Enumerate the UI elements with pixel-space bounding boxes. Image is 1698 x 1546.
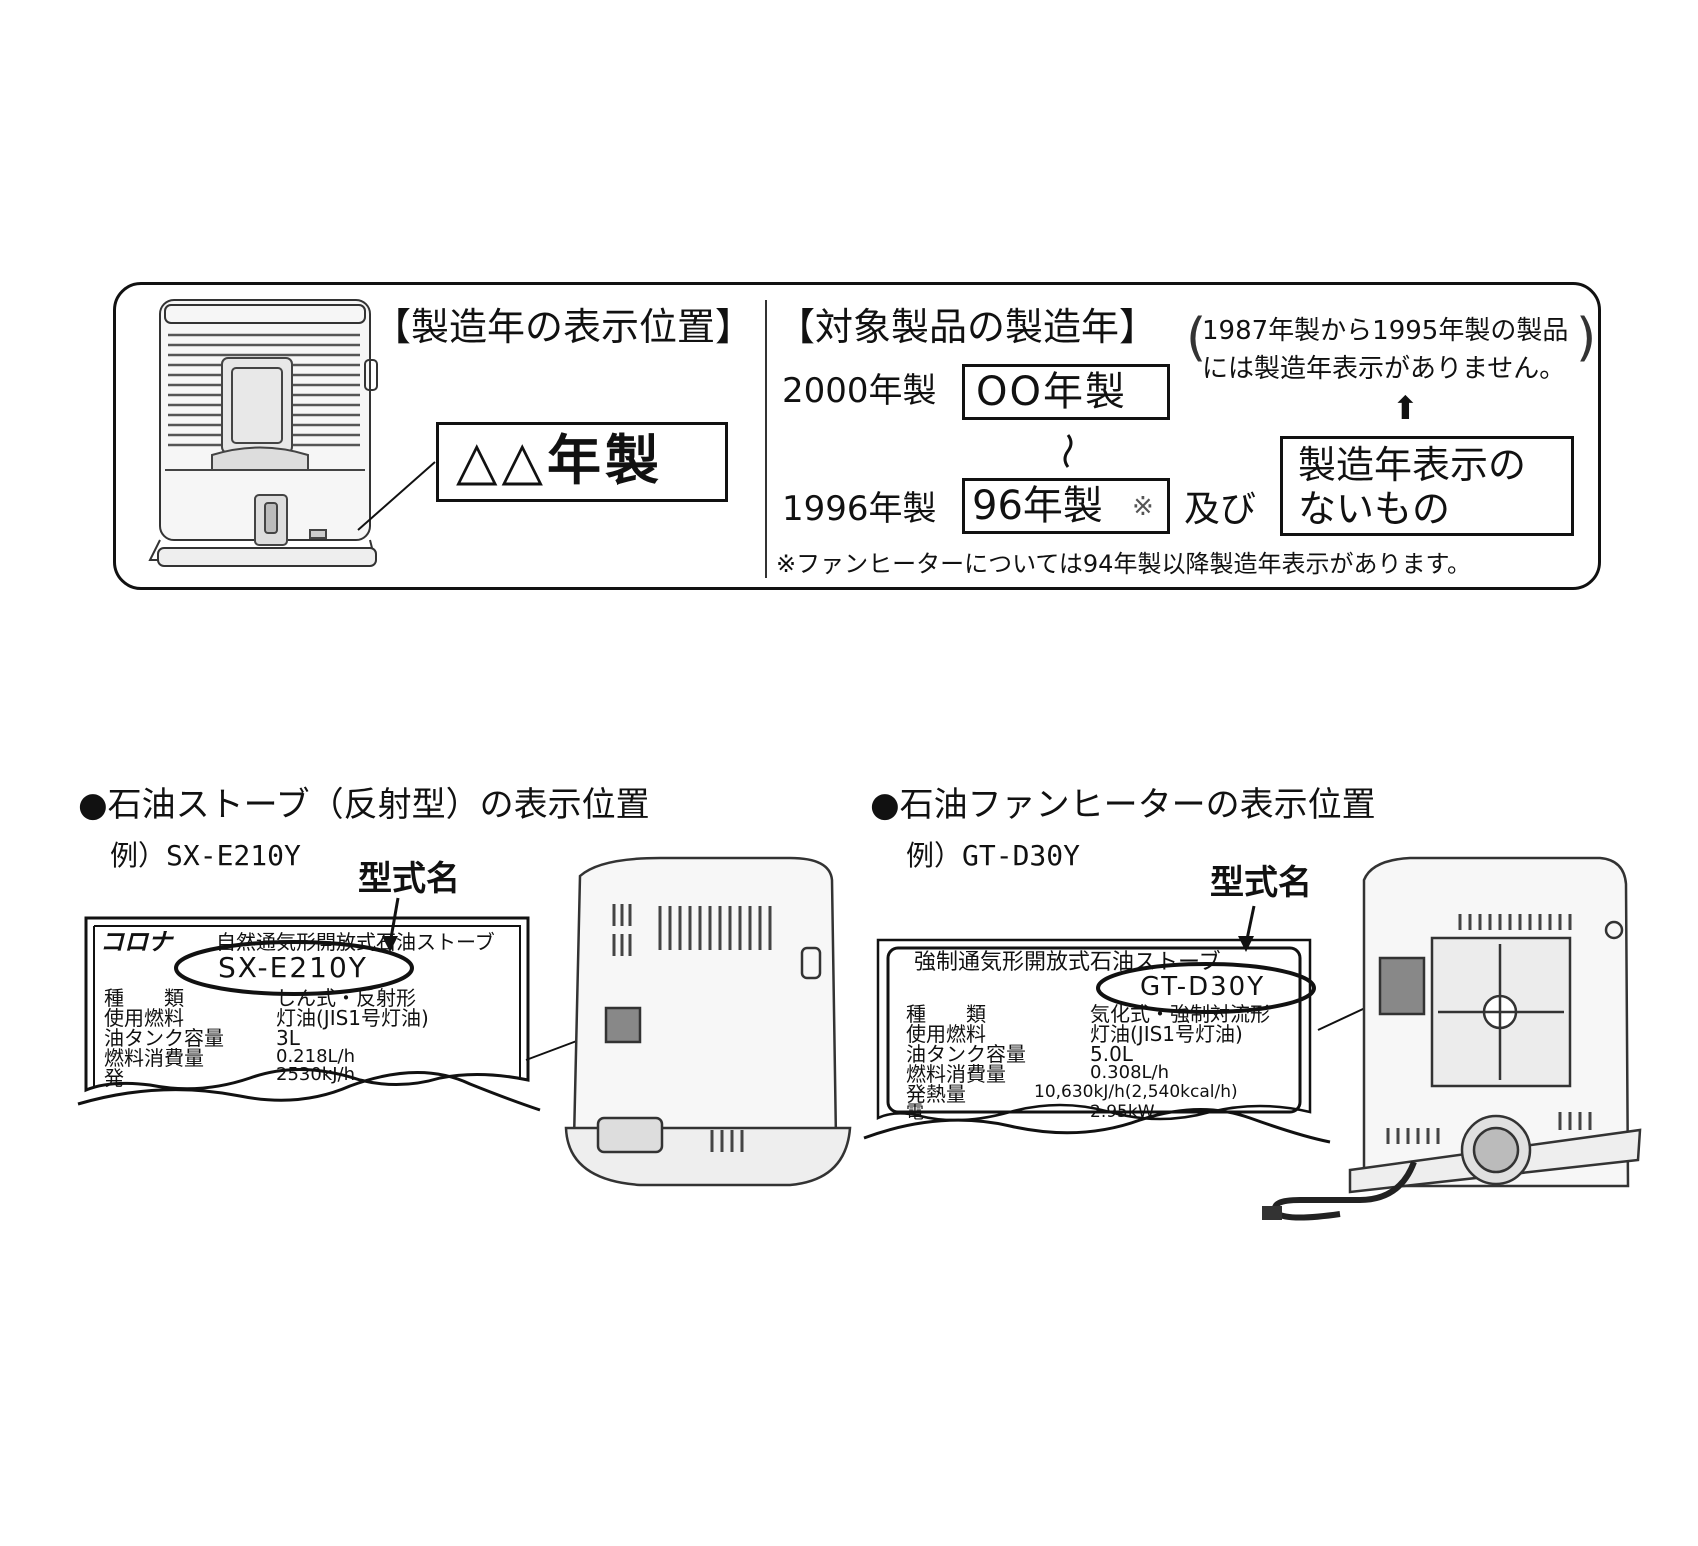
note-bracket-open: ( bbox=[1186, 308, 1207, 368]
footnote: ※ファンヒーターについては94年製以降製造年表示があります。 bbox=[776, 550, 1472, 578]
year-2000-box bbox=[962, 364, 1170, 420]
fan-plate-row-label: 発熱量 bbox=[906, 1082, 966, 1106]
fan-plate-heading: 強制通気形開放式石油ストーブ bbox=[914, 950, 1221, 975]
year-label-example-text: △△年製 bbox=[456, 429, 664, 492]
fan-plate-row-label: 使用燃料 bbox=[906, 1022, 986, 1046]
year-label-example-box bbox=[436, 422, 728, 502]
location-title: 【製造年の表示位置】 bbox=[373, 305, 754, 349]
fan-plate-row-value: 5.0L bbox=[1090, 1042, 1133, 1066]
no-label-line-2: ないもの bbox=[1298, 487, 1451, 531]
stove-plate-brand: コロナ bbox=[100, 928, 172, 956]
fan-plate-row-value: 灯油(JIS1号灯油) bbox=[1090, 1022, 1243, 1046]
year-1996-footnote-mark: ※ bbox=[1132, 492, 1154, 522]
manufacture-year-panel bbox=[113, 282, 1601, 590]
fan-plate-row-value: 気化式・強制対流形 bbox=[1090, 1002, 1270, 1026]
fan-plate-row-value: 2.95kW bbox=[1090, 1102, 1155, 1122]
stove-plate-heading: 自然通気形開放式石油ストーブ bbox=[216, 930, 495, 954]
stove-plate-row-value: 0.218L/h bbox=[276, 1046, 356, 1067]
stove-plate-row-label: 発 bbox=[104, 1066, 124, 1090]
note-line-2: には製造年表示がありません。 bbox=[1202, 354, 1566, 384]
stove-example: 例）SX-E210Y bbox=[110, 839, 301, 872]
stove-plate-row-label: 使用燃料 bbox=[104, 1006, 184, 1030]
stove-section-title: ●石油ストーブ（反射型）の表示位置 bbox=[78, 785, 650, 825]
stove-plate-model: SX-E210Y bbox=[218, 951, 368, 984]
arrow-up-icon: ⬆ bbox=[1392, 389, 1419, 427]
panel-divider bbox=[765, 300, 767, 578]
target-title: 【対象製品の製造年】 bbox=[777, 305, 1158, 349]
fan-plate-row-label: 種 類 bbox=[906, 1002, 986, 1026]
fan-plate-row-label: 燃料消費量 bbox=[906, 1062, 1006, 1086]
year-1996-label: 1996年製 bbox=[782, 489, 937, 529]
stove-plate-row-label: 油タンク容量 bbox=[104, 1026, 224, 1050]
fan-example: 例）GT-D30Y bbox=[906, 839, 1081, 872]
stove-plate-row-value: 3L bbox=[276, 1026, 300, 1050]
stove-plate-row-label: 種 類 bbox=[104, 986, 184, 1010]
fan-plate-row-label: 油タンク容量 bbox=[906, 1042, 1026, 1066]
fan-plate-row-value: 10,630kJ/h(2,540kcal/h) bbox=[1034, 1082, 1238, 1102]
fan-plate-model: GT-D30Y bbox=[1140, 972, 1266, 1002]
year-1996-box-text: 96年製 bbox=[972, 483, 1103, 529]
stove-plate-row-label: 燃料消費量 bbox=[104, 1046, 204, 1070]
fan-plate-row-label: 電 bbox=[906, 1102, 924, 1123]
no-label-box bbox=[1280, 436, 1574, 536]
and-label: 及び bbox=[1184, 489, 1257, 530]
fan-model-caption: 型式名 bbox=[1210, 863, 1312, 903]
stove-plate-row-value: しん式・反射形 bbox=[276, 986, 416, 1010]
no-label-line-1: 製造年表示の bbox=[1298, 443, 1527, 487]
fan-plate-row-value: 0.308L/h bbox=[1090, 1062, 1170, 1083]
year-1996-box bbox=[962, 478, 1170, 534]
stove-plate-row-value: 2530kJ/h bbox=[276, 1064, 356, 1085]
note-bracket-close: ) bbox=[1576, 308, 1597, 368]
stove-model-caption: 型式名 bbox=[358, 859, 460, 899]
note-line-1: 1987年製から1995年製の製品 bbox=[1202, 316, 1569, 346]
fan-section-title: ●石油ファンヒーターの表示位置 bbox=[870, 785, 1376, 825]
year-2000-label: 2000年製 bbox=[782, 371, 937, 411]
year-2000-box-text: OO年製 bbox=[976, 369, 1127, 415]
stove-plate-row-value: 灯油(JIS1号灯油) bbox=[276, 1006, 429, 1030]
